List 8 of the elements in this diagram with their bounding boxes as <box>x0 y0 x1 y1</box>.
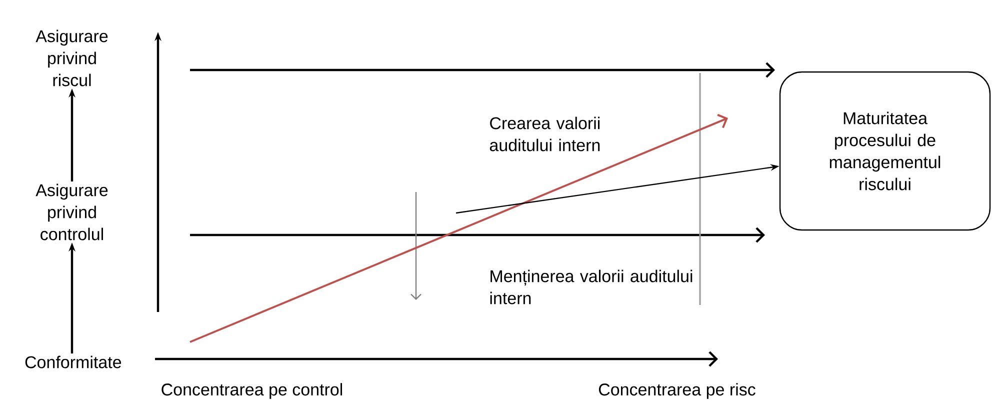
rounded-box: Maturitatea procesului de managementul riscului <box>779 71 991 231</box>
axis-label: Asigurare privind riscul <box>36 30 108 86</box>
text-label: Concentrarea pe control <box>162 383 342 399</box>
axis-label: Conformitate <box>25 356 122 368</box>
text-label: Menținerea valorii auditului intern <box>490 270 692 304</box>
text-label: Concentrarea pe risc <box>598 383 756 399</box>
text-label: Crearea valorii auditului intern <box>490 116 600 152</box>
axis-label: Asigurare privind controlul <box>36 184 108 240</box>
